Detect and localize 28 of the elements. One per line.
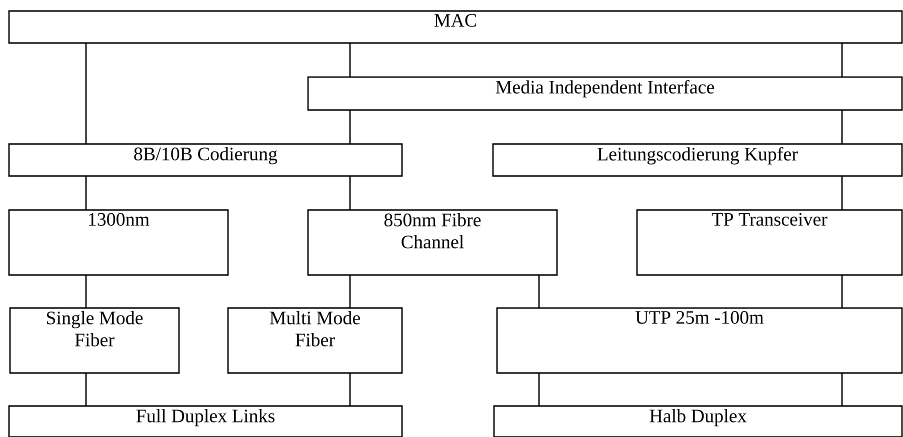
- layer-box: Leitungscodierung Kupfer: [492, 143, 903, 177]
- connector-line: [85, 373, 87, 406]
- layer-box: Media Independent Interface: [307, 76, 903, 111]
- connector-line: [85, 176, 87, 210]
- connector-line: [841, 43, 843, 77]
- layer-box: UTP 25m -100m: [496, 307, 903, 374]
- connector-line: [85, 43, 87, 144]
- layer-box: Multi Mode Fiber: [227, 307, 403, 374]
- layer-box: TP Transceiver: [636, 209, 903, 276]
- connector-line: [841, 176, 843, 210]
- connector-line: [349, 176, 351, 210]
- layer-box: 8B/10B Codierung: [8, 143, 403, 177]
- layer-box: Single Mode Fiber: [9, 307, 180, 374]
- layer-box: 850nm Fibre Channel: [307, 209, 558, 276]
- connector-line: [349, 373, 351, 406]
- connector-line: [538, 373, 540, 406]
- layer-box: Halb Duplex: [493, 405, 903, 437]
- connector-line: [349, 110, 351, 144]
- layer-box: MAC: [8, 10, 903, 44]
- connector-line: [538, 275, 540, 308]
- layer-box: 1300nm: [8, 209, 229, 276]
- connector-line: [349, 43, 351, 77]
- connector-line: [841, 110, 843, 144]
- connector-line: [841, 373, 843, 406]
- connector-line: [85, 275, 87, 308]
- connector-line: [349, 275, 351, 308]
- layer-box: Full Duplex Links: [8, 405, 403, 437]
- connector-line: [841, 275, 843, 308]
